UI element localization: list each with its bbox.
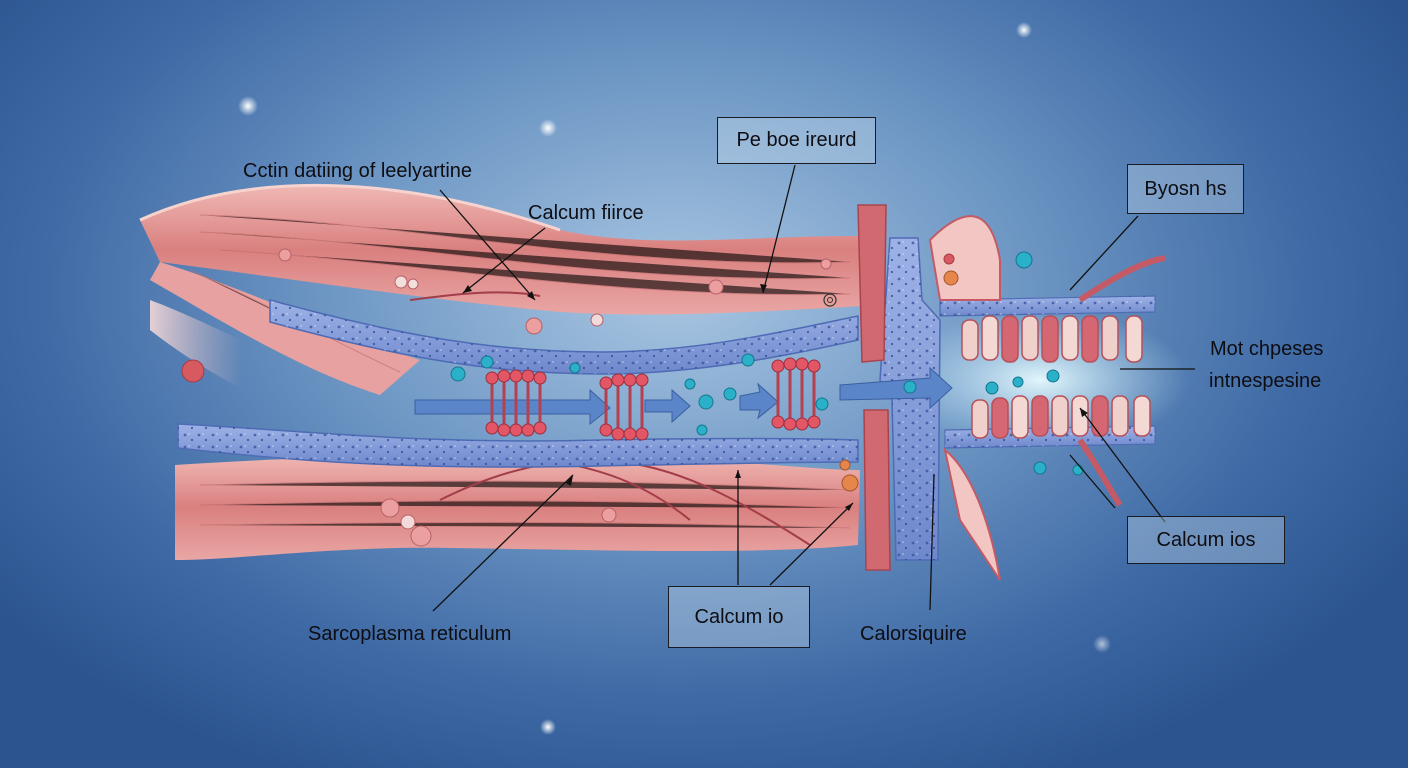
sarcoplasma-label: Sarcoplasma reticulum <box>308 623 512 645</box>
pe-boe-box: Pe boe ireurd <box>717 117 876 164</box>
misc-particles <box>181 248 959 547</box>
calorsiquire-label: Calorsiquire <box>860 623 967 645</box>
calcium-flow-arrows <box>414 366 953 426</box>
calcium-io-box: Calcum io <box>668 586 810 648</box>
calcium-ios-box: Calcum ios <box>1127 516 1285 564</box>
myosin-heads-lower <box>971 395 1151 439</box>
mot-chpeses-label: Mot chpeses <box>1210 338 1324 360</box>
intnespesine-label: intnespesine <box>1209 370 1322 392</box>
lower-muscle-fiber <box>175 454 860 560</box>
calcium-force-label: Calcum fiirce <box>528 202 644 224</box>
channel-caps <box>485 357 821 441</box>
myosin-heads-upper <box>961 315 1143 363</box>
byosn-box: Byosn hs <box>1127 164 1244 214</box>
ryanodine-channels <box>490 366 816 432</box>
leader-arrowheads <box>463 284 1088 511</box>
leader-lines <box>432 164 1195 612</box>
actin-label: Cctin datiing of leelyartine <box>243 160 473 182</box>
sarcoplasmic-reticulum <box>177 237 1156 561</box>
calcium-ions <box>450 251 1084 476</box>
